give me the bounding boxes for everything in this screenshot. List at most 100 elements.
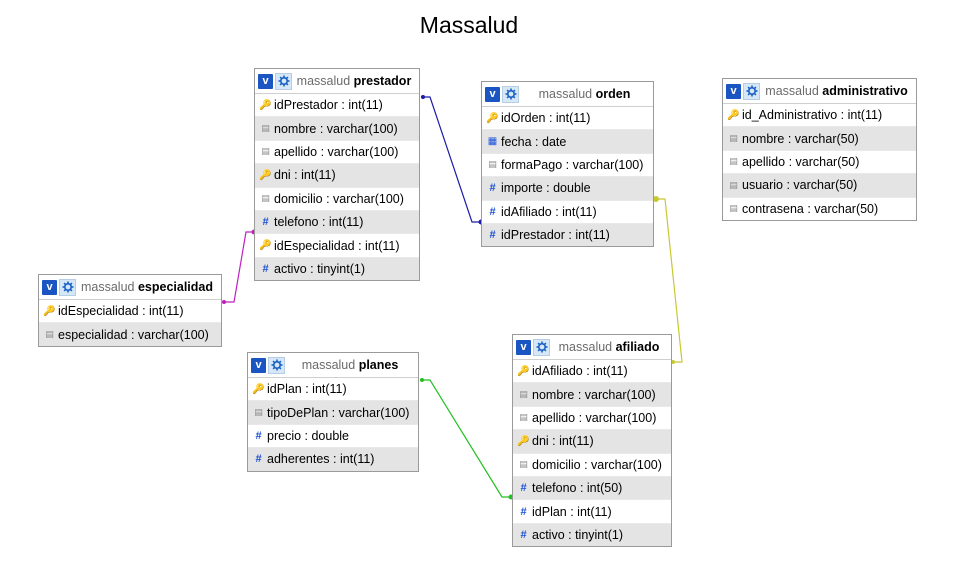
column-label: formaPago : varchar(100)	[501, 157, 644, 172]
table-column[interactable]: # precio : double	[248, 425, 418, 449]
table-column[interactable]: # activo : tinyint(1)	[255, 257, 419, 281]
toggle-icon[interactable]: v	[258, 73, 273, 89]
key-icon: 🔑	[43, 305, 56, 317]
column-icon: ▤	[729, 133, 738, 144]
hash-icon: #	[255, 429, 262, 442]
table-column[interactable]: ▤contrasena : varchar(50)	[723, 198, 916, 220]
toggle-icon[interactable]: v	[516, 339, 531, 355]
hash-icon: #	[489, 205, 496, 218]
table-db-name: massalud	[558, 340, 613, 354]
table-column[interactable]: 🔑idOrden : int(11)	[482, 107, 653, 131]
column-icon: ▤	[519, 459, 528, 470]
column-label: idOrden : int(11)	[501, 111, 591, 126]
table-column[interactable]: #idPlan : int(11)	[513, 500, 671, 524]
table-column[interactable]: #idAfiliado : int(11)	[482, 201, 653, 224]
table-column[interactable]: 🔑idPlan : int(11)	[248, 378, 418, 402]
relation-especialidad-prestador	[221, 229, 257, 304]
table-column[interactable]: 🔑dni : int(11)	[255, 164, 419, 188]
toggle-icon[interactable]: v	[42, 279, 57, 295]
column-label: activo : tinyint(1)	[274, 261, 366, 276]
table-column[interactable]: ▤formaPago : varchar(100)	[482, 154, 653, 178]
column-label: nombre : varchar(100)	[532, 387, 656, 402]
hash-icon: #	[520, 505, 527, 518]
table-column[interactable]: ▤nombre : varchar(100)	[513, 383, 671, 407]
table-column[interactable]: ▤apellido : varchar(50)	[723, 151, 916, 175]
key-icon: 🔑	[517, 365, 530, 377]
table-column[interactable]: # adherentes : int(11)	[248, 448, 418, 471]
table-db-name: massalud	[80, 280, 135, 294]
key-icon: 🔑	[486, 112, 499, 124]
column-label: idAfiliado : int(11)	[532, 364, 628, 379]
key-icon: 🔑	[259, 99, 272, 111]
key-icon: 🔑	[727, 109, 740, 121]
column-icon: ▤	[261, 146, 270, 157]
gear-icon[interactable]	[59, 278, 76, 296]
table-column[interactable]: #telefono : int(50)	[513, 476, 671, 501]
gear-icon[interactable]	[275, 72, 292, 90]
column-label: dni : int(11)	[274, 168, 336, 183]
column-icon: ▤	[729, 156, 738, 167]
toggle-icon[interactable]: v	[251, 357, 266, 373]
column-icon: ▤	[45, 329, 54, 340]
table-column[interactable]: 🔑idEspecialidad : int(11)	[39, 300, 221, 324]
gear-icon[interactable]	[533, 338, 550, 356]
table-column[interactable]: #importe : double	[482, 177, 653, 201]
column-label: id_Administrativo : int(11)	[742, 108, 883, 123]
column-label: usuario : varchar(50)	[742, 178, 858, 193]
table-title: massalud afiliado	[550, 340, 671, 354]
table-column[interactable]: 🔑idPrestador : int(11)	[255, 94, 419, 118]
gear-icon[interactable]	[268, 356, 285, 374]
table-column[interactable]: ▦fecha : date	[482, 130, 653, 154]
table-column[interactable]: 🔑idAfiliado : int(11)	[513, 360, 671, 384]
table-column[interactable]: ▤nombre : varchar(100)	[255, 117, 419, 141]
toggle-icon[interactable]: v	[726, 83, 741, 99]
column-label: nombre : varchar(50)	[742, 131, 859, 146]
table-column[interactable]: ▤domicilio : varchar(100)	[255, 188, 419, 211]
gear-icon[interactable]	[743, 82, 760, 100]
gear-icon[interactable]	[502, 85, 519, 103]
table-column[interactable]: ▤especialidad : varchar(100)	[39, 323, 221, 346]
table-column[interactable]: 🔑idEspecialidad : int(11)	[255, 234, 419, 258]
table-db-name: massalud	[301, 358, 356, 372]
toggle-icon[interactable]: v	[485, 86, 500, 102]
table-column[interactable]: ▤usuario : varchar(50)	[723, 174, 916, 198]
hash-icon: #	[255, 453, 262, 466]
hash-icon: #	[489, 229, 496, 242]
table-column[interactable]: ▤tipoDePlan : varchar(100)	[248, 401, 418, 425]
table-column[interactable]: #telefono : int(11)	[255, 210, 419, 235]
column-label: apellido : varchar(100)	[274, 144, 399, 159]
table-column[interactable]: #activo : tinyint(1)	[513, 523, 671, 547]
column-label: domicilio : varchar(100)	[532, 457, 662, 472]
hash-icon: #	[262, 262, 269, 275]
table-column[interactable]: ▤apellido : varchar(100)	[513, 407, 671, 431]
column-label: telefono : int(11)	[274, 215, 364, 230]
table-column[interactable]: ▤ nombre : varchar(50)	[723, 127, 916, 151]
table-db-name: massalud	[538, 87, 593, 101]
table-name: especialidad	[137, 280, 214, 294]
table-especialidad[interactable]: v massalud especialidad 🔑idEspecialidad : …	[38, 274, 222, 347]
calendar-icon: ▦	[487, 136, 498, 148]
table-header[interactable]: v massalud especialidad	[39, 275, 221, 300]
table-column[interactable]: 🔑id_Administrativo : int(11)	[723, 104, 916, 128]
table-column[interactable]: ▤ apellido : varchar(100)	[255, 141, 419, 165]
column-label: fecha : date	[501, 134, 567, 149]
column-label: adherentes : int(11)	[267, 452, 375, 467]
table-column[interactable]: 🔑dni : int(11)	[513, 430, 671, 454]
column-label: dni : int(11)	[532, 434, 594, 449]
hash-icon: #	[520, 528, 527, 541]
table-header[interactable]: v massalud afiliado	[513, 335, 671, 360]
table-column[interactable]: #idPrestador : int(11)	[482, 223, 653, 247]
column-label: precio : double	[267, 428, 350, 443]
column-icon: ▤	[519, 412, 528, 423]
table-column[interactable]: ▤ domicilio : varchar(100)	[513, 454, 671, 477]
diagram-title: Massalud	[419, 12, 519, 38]
